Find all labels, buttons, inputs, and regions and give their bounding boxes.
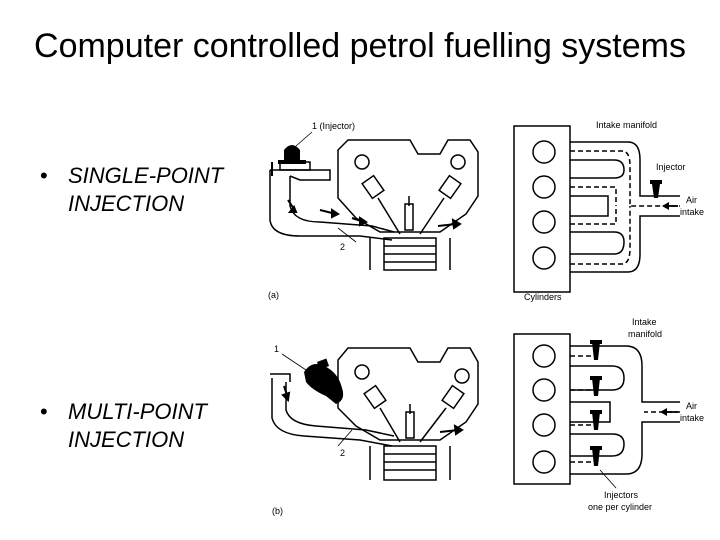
bullet-dot-icon: •	[40, 163, 48, 188]
injectors-b-manifold	[590, 340, 602, 466]
manifold-a	[513, 125, 680, 293]
slide-title: Computer controlled petrol fuelling syst…	[34, 27, 686, 65]
label-air-b: Air	[686, 401, 697, 411]
engine-section-a	[269, 139, 479, 271]
label-2-b: 2	[340, 448, 345, 458]
bullet-dot-icon: •	[40, 399, 48, 424]
panel-label-a: (a)	[268, 290, 279, 300]
bullet-text: MULTI-POINT INJECTION	[68, 399, 207, 452]
panel-label-b: (b)	[272, 506, 283, 516]
label-airintake-b: intake	[680, 413, 704, 423]
label-intake-manifold-a: Intake manifold	[596, 120, 657, 130]
single-injector-a	[278, 145, 306, 164]
flow-arrows-b	[281, 385, 464, 436]
bullet-multi-point: • MULTI-POINT INJECTION	[40, 398, 268, 454]
label-2-a: 2	[340, 242, 345, 252]
label-injector-a: Injector	[656, 162, 686, 172]
air-arrow-b	[660, 408, 678, 416]
label-air-a: Air	[686, 195, 697, 205]
bullet-single-point: • SINGLE-POINT INJECTION	[40, 162, 268, 218]
multi-injector-b	[304, 358, 344, 404]
flow-arrows-a	[271, 162, 462, 230]
injector-a-manifold	[650, 180, 678, 210]
label-injector-1-a: 1 (Injector)	[312, 121, 355, 131]
label-cylinders-a: Cylinders	[524, 292, 562, 302]
label-one-per-cylinder-b: one per cylinder	[588, 502, 652, 512]
engine-section-b	[270, 347, 479, 481]
label-intake-b: Intake	[632, 317, 657, 327]
label-injectors-b: Injectors	[604, 490, 639, 500]
label-1-b: 1	[274, 344, 279, 354]
label-manifold-b: manifold	[628, 329, 662, 339]
bullet-text: SINGLE-POINT INJECTION	[68, 163, 224, 216]
label-intake-a: intake	[680, 207, 704, 217]
